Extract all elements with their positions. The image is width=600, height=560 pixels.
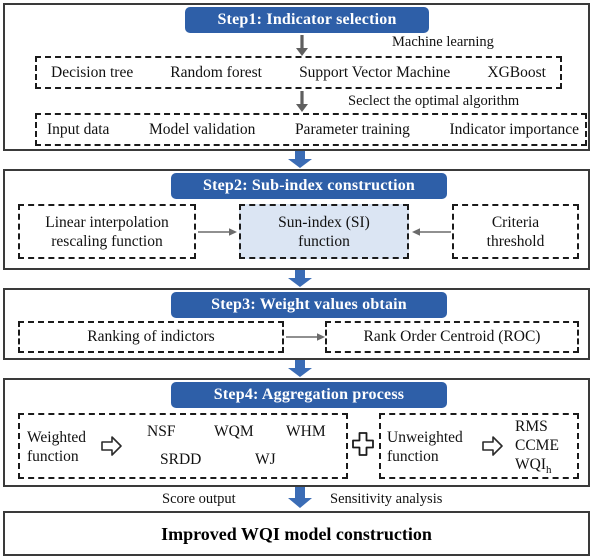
algorithm-item: Decision tree <box>51 63 134 81</box>
step3-arrow-ranking-to-roc <box>286 333 325 341</box>
step1-pipeline-box <box>35 113 587 146</box>
step2-linear-interpolation-label: Linear interpolation rescaling function <box>18 213 196 251</box>
connector-step1-to-step2 <box>288 151 312 168</box>
weighted-method-nsf: NSF <box>147 423 176 440</box>
unweighted-method-rms: RMS <box>515 418 548 435</box>
step4-panel: Step4: Aggregation process Weighted func… <box>3 378 590 487</box>
unweighted-method-wqi: WQIh <box>515 455 552 480</box>
weighted-method-srdd: SRDD <box>160 451 202 468</box>
step2-linear-interpolation-box <box>18 204 196 259</box>
criteria-line1: Criteria <box>491 214 540 231</box>
pipeline-item: Input data <box>47 120 110 138</box>
linear-interpolation-line1: Linear interpolation <box>45 214 169 231</box>
algorithm-item: XGBoost <box>487 63 546 81</box>
unweighted-line2: function <box>387 448 439 465</box>
step2-arrow-right-to-center <box>412 228 451 236</box>
linear-interpolation-line2: rescaling function <box>51 233 163 250</box>
algorithm-item: Support Vector Machine <box>299 63 451 81</box>
pipeline-item: Indicator importance <box>449 120 579 138</box>
step4-plus-icon <box>352 432 374 456</box>
step4-unweighted-label: Unweighted function <box>387 428 463 466</box>
step3-roc-box <box>325 321 579 353</box>
step2-sub-index-function-label: Sun-index (SI) function <box>239 213 409 251</box>
step4-weighted-label: Weighted function <box>27 428 86 466</box>
step2-arrow-left-to-center <box>198 228 237 236</box>
weighted-method-wj: WJ <box>255 451 276 468</box>
connector-step3-to-step4 <box>288 360 312 377</box>
step1-pipeline-list: Input data Model validation Parameter tr… <box>41 113 585 146</box>
step4-unweighted-box <box>379 413 579 479</box>
step4-header[interactable]: Step4: Aggregation process <box>171 382 447 408</box>
step4-caption-sensitivity-analysis: Sensitivity analysis <box>330 491 443 507</box>
weighted-line2: function <box>27 448 79 465</box>
connector-step2-to-step3 <box>288 270 312 287</box>
step1-panel: Step1: Indicator selection Machine learn… <box>3 3 590 151</box>
step1-caption-select-optimal: Seclect the optimal algorithm <box>348 93 520 109</box>
sub-index-line2: function <box>298 233 350 250</box>
step3-ranking-box <box>18 321 284 353</box>
weighted-method-whm: WHM <box>286 423 326 440</box>
step3-roc-label: Rank Order Centroid (ROC) <box>363 328 541 345</box>
step1-algorithms-list: Decision tree Random forest Support Vect… <box>45 56 552 89</box>
step4-weighted-box <box>18 413 348 479</box>
step1-algorithms-box <box>35 56 562 89</box>
pipeline-item: Parameter training <box>294 120 410 138</box>
weighted-line1: Weighted <box>27 429 87 446</box>
step1-arrow-down-to-algorithms <box>296 35 308 56</box>
step4-weighted-flow-arrow-icon <box>101 436 122 456</box>
step4-unweighted-flow-arrow-icon <box>482 436 503 456</box>
step4-caption-score-output: Score output <box>162 491 236 507</box>
connector-step4-to-result <box>288 487 312 508</box>
algorithm-item: Random forest <box>170 63 262 81</box>
step1-arrow-down-to-pipeline <box>296 91 308 112</box>
step2-sub-index-function-box <box>239 204 409 259</box>
step3-header[interactable]: Step3: Weight values obtain <box>171 292 447 318</box>
result-bar: Improved WQI model construction <box>3 511 590 556</box>
step2-panel: Step2: Sub-index construction Linear int… <box>3 169 590 270</box>
criteria-line2: threshold <box>486 233 545 250</box>
weighted-method-wqm: WQM <box>214 423 254 440</box>
sub-index-line1: Sun-index (SI) <box>278 214 370 231</box>
step1-caption-machine-learning: Machine learning <box>392 34 494 50</box>
step2-criteria-threshold-label: Criteria threshold <box>452 213 579 251</box>
result-label: Improved WQI model construction <box>161 524 432 544</box>
pipeline-item: Model validation <box>149 120 256 138</box>
step3-ranking-label: Ranking of indictors <box>87 328 215 345</box>
step2-criteria-threshold-box <box>452 204 579 259</box>
unweighted-method-wqi-subscript: h <box>546 464 552 477</box>
step2-header[interactable]: Step2: Sub-index construction <box>171 173 447 199</box>
unweighted-line1: Unweighted <box>387 429 463 446</box>
unweighted-method-wqi-text: WQI <box>515 456 546 473</box>
step1-header[interactable]: Step1: Indicator selection <box>185 7 429 33</box>
step3-panel: Step3: Weight values obtain Ranking of i… <box>3 288 590 360</box>
unweighted-method-ccme: CCME <box>515 437 559 454</box>
